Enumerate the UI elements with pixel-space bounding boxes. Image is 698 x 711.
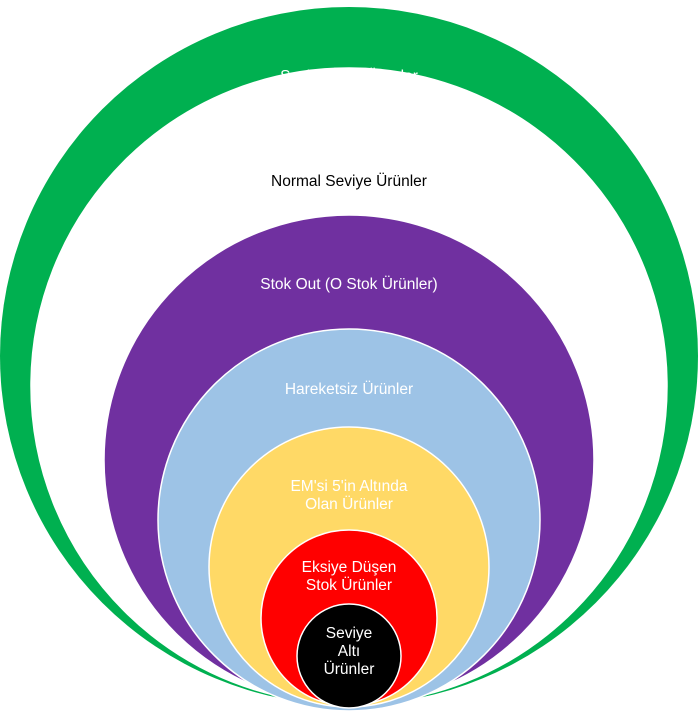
- label-eksiye-dusen-line-2: Stok Ürünler: [306, 576, 392, 594]
- label-hareketsiz: Hareketsiz Ürünler: [285, 380, 413, 398]
- label-seviye-ustu: Seviye Üstü Ürünler: [280, 67, 418, 85]
- circle-seviye-alti: [296, 603, 402, 709]
- label-ems-5in-altinda-line-1: EM'si 5'in Altında: [290, 478, 407, 495]
- label-stok-out: Stok Out (O Stok Ürünler): [260, 275, 437, 293]
- label-seviye-alti-line-3: Ürünler: [324, 660, 375, 678]
- label-seviye-alti-line-2: Altı: [338, 643, 360, 660]
- label-normal-seviye: Normal Seviye Ürünler: [271, 172, 427, 190]
- label-eksiye-dusen-line-1: Eksiye Düşen: [302, 559, 397, 576]
- label-ems-5in-altinda-line-2: Olan Ürünler: [305, 495, 393, 513]
- label-seviye-alti-line-1: Seviye: [326, 625, 373, 642]
